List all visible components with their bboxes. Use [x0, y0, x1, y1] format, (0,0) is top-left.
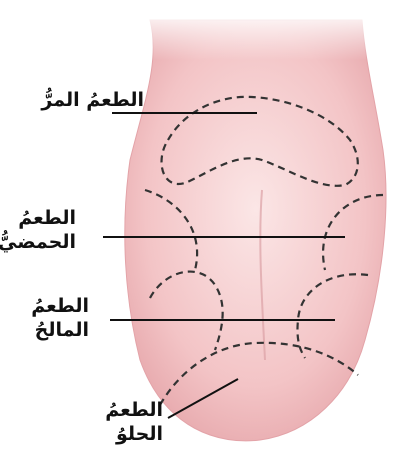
sweet-taste-label: الطعمُ الحلوُ — [0, 398, 163, 446]
tongue-top-fade — [120, 10, 380, 60]
sour-label-line2: الحمضيُّ — [0, 230, 76, 254]
tongue-shape — [125, 20, 386, 441]
sour-taste-label: الطعمُ الحمضيُّ — [0, 206, 76, 254]
sweet-label-line2: الحلوُ — [0, 422, 163, 446]
bitter-label-line1: الطعمُ المرُّ — [0, 88, 144, 112]
bitter-taste-label: الطعمُ المرُّ — [0, 88, 144, 112]
sour-label-line1: الطعمُ — [0, 206, 76, 230]
salty-label-line2: المالحُ — [0, 318, 89, 342]
sweet-label-line1: الطعمُ — [0, 398, 163, 422]
salty-label-line1: الطعمُ — [0, 294, 89, 318]
salty-taste-label: الطعمُ المالحُ — [0, 294, 89, 342]
